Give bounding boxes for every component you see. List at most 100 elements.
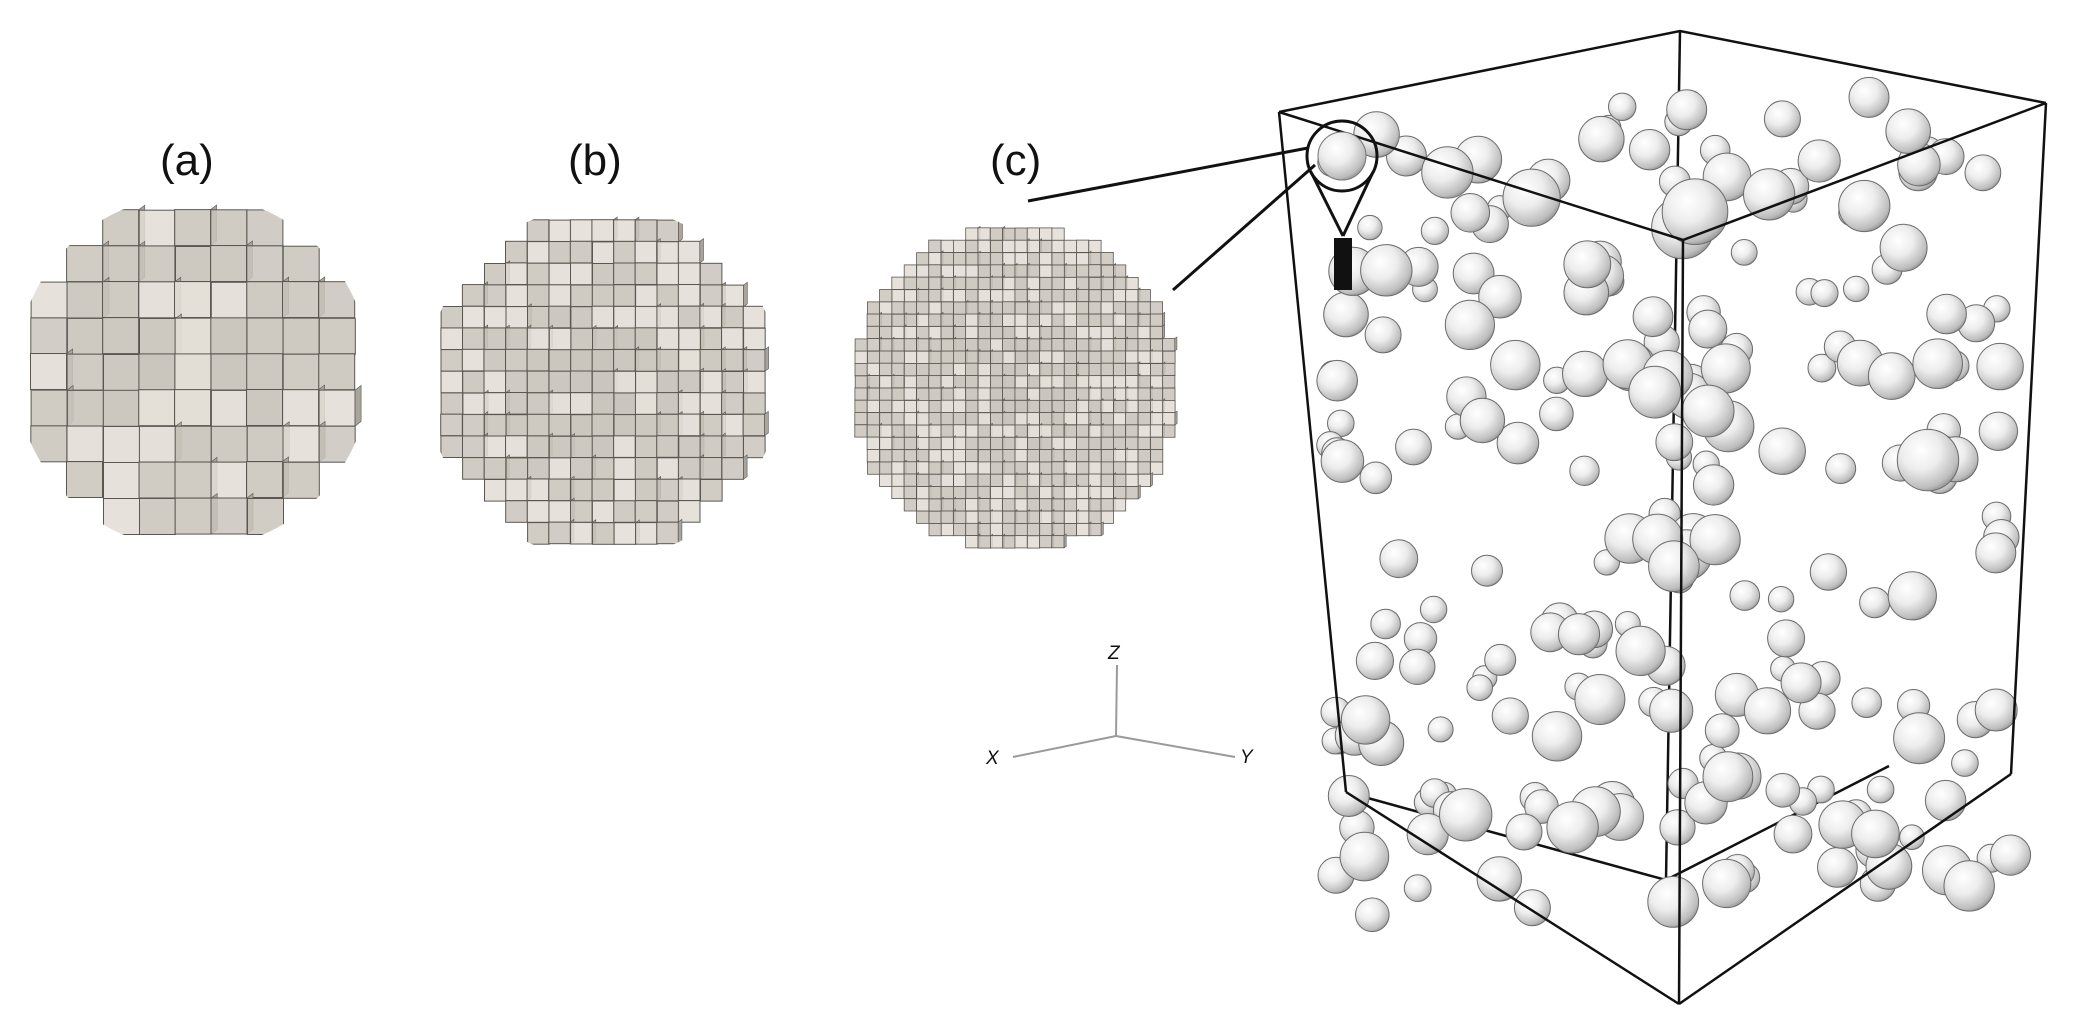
medium-voxel bbox=[483, 327, 507, 350]
medium-voxel bbox=[678, 349, 701, 372]
fine-voxel bbox=[928, 288, 942, 303]
fine-voxel bbox=[977, 535, 991, 549]
fine-voxel bbox=[891, 325, 905, 339]
sphere-particle bbox=[1974, 688, 2018, 732]
coarse-voxel bbox=[246, 317, 284, 355]
coarse-voxel bbox=[139, 498, 176, 535]
fine-voxel bbox=[977, 350, 991, 364]
fine-voxel bbox=[1051, 448, 1065, 463]
fine-voxel bbox=[879, 449, 893, 463]
fine-voxel bbox=[1002, 486, 1016, 500]
coarse-voxel bbox=[66, 389, 104, 427]
medium-voxel bbox=[505, 392, 528, 415]
fine-voxel bbox=[1100, 436, 1114, 450]
fine-voxel bbox=[854, 411, 868, 426]
medium-voxel bbox=[634, 327, 658, 350]
fine-voxel bbox=[891, 399, 905, 414]
fine-voxel bbox=[940, 387, 954, 401]
medium-voxel bbox=[461, 284, 485, 307]
medium-voxel bbox=[440, 413, 463, 437]
fine-voxel bbox=[953, 485, 967, 500]
fine-voxel bbox=[953, 523, 967, 537]
fine-voxel bbox=[1014, 227, 1028, 241]
medium-voxel bbox=[592, 263, 615, 286]
fine-voxel bbox=[1149, 424, 1164, 438]
medium-voxel-side bbox=[743, 281, 748, 308]
medium-voxel bbox=[677, 284, 701, 307]
sphere-particle bbox=[1450, 193, 1491, 233]
fine-voxel bbox=[1113, 436, 1127, 450]
fine-voxel bbox=[989, 510, 1003, 524]
sphere-particle bbox=[1340, 695, 1391, 745]
medium-voxel bbox=[742, 413, 766, 437]
fine-voxel bbox=[1027, 289, 1041, 303]
fine-voxel bbox=[1125, 486, 1139, 500]
fine-voxel bbox=[1002, 350, 1016, 364]
fine-voxel bbox=[1002, 326, 1016, 340]
medium-voxel bbox=[548, 392, 572, 415]
sphere-particle bbox=[1838, 179, 1891, 233]
fine-voxel bbox=[1051, 473, 1065, 487]
medium-voxel bbox=[677, 413, 701, 437]
medium-voxel bbox=[484, 479, 507, 502]
coarse-voxel bbox=[210, 425, 248, 463]
medium-voxel bbox=[591, 349, 615, 372]
fine-voxel bbox=[1125, 338, 1139, 352]
medium-voxel bbox=[526, 478, 550, 501]
fine-voxel bbox=[1002, 498, 1016, 512]
coarse-voxel bbox=[102, 209, 140, 247]
fine-voxel bbox=[1100, 424, 1114, 438]
fine-voxel bbox=[1100, 449, 1115, 463]
fine-voxel bbox=[904, 400, 918, 414]
medium-voxel bbox=[743, 370, 766, 394]
fine-voxel bbox=[1039, 239, 1053, 254]
fine-voxel bbox=[990, 461, 1004, 475]
medium-voxel bbox=[440, 435, 463, 458]
sphere-particle bbox=[1370, 608, 1401, 640]
fine-voxel bbox=[990, 535, 1004, 549]
medium-voxel bbox=[656, 500, 680, 524]
fine-voxel bbox=[1063, 313, 1077, 327]
fine-voxel bbox=[990, 363, 1004, 377]
fine-voxel bbox=[1113, 461, 1127, 475]
sphere-particle bbox=[1896, 428, 1960, 492]
sphere-particle bbox=[1466, 674, 1493, 702]
medium-voxel bbox=[570, 349, 593, 372]
magnifier-callout-icon bbox=[1305, 119, 1379, 237]
medium-voxel bbox=[591, 284, 615, 307]
fine-voxel bbox=[866, 362, 880, 376]
fine-voxel bbox=[977, 461, 991, 475]
fine-voxel bbox=[916, 350, 930, 364]
fine-voxel bbox=[928, 338, 942, 352]
sphere-particle bbox=[1851, 809, 1900, 859]
fine-voxel bbox=[916, 289, 930, 303]
fine-voxel bbox=[928, 510, 942, 524]
fine-voxel bbox=[928, 276, 942, 290]
fine-voxel bbox=[1076, 252, 1090, 266]
sphere-particle bbox=[1912, 338, 1963, 390]
fine-voxel bbox=[977, 412, 991, 426]
fine-voxel bbox=[891, 449, 905, 463]
sphere-particle bbox=[1395, 428, 1432, 466]
sphere-particle bbox=[1730, 239, 1758, 266]
fine-voxel bbox=[891, 350, 905, 364]
fine-voxel bbox=[1014, 350, 1028, 364]
coarse-voxel bbox=[210, 317, 248, 355]
fine-voxel bbox=[1112, 350, 1127, 364]
coarse-voxel bbox=[66, 461, 103, 498]
fine-voxel bbox=[866, 424, 880, 438]
coarse-voxel bbox=[174, 281, 211, 318]
fine-voxel bbox=[1002, 338, 1016, 352]
sphere-particle bbox=[1773, 814, 1813, 854]
fine-voxel bbox=[965, 535, 979, 549]
sphere-particle bbox=[1899, 824, 1925, 851]
sphere-particle bbox=[1557, 613, 1601, 656]
sphere-particle bbox=[1490, 339, 1541, 391]
fine-voxel bbox=[916, 363, 930, 377]
medium-voxel bbox=[591, 478, 615, 502]
domain-box-front-bottomleft bbox=[1345, 790, 1680, 1006]
medium-voxel bbox=[656, 327, 680, 351]
fine-voxel bbox=[904, 375, 918, 389]
fine-voxel bbox=[965, 264, 979, 278]
